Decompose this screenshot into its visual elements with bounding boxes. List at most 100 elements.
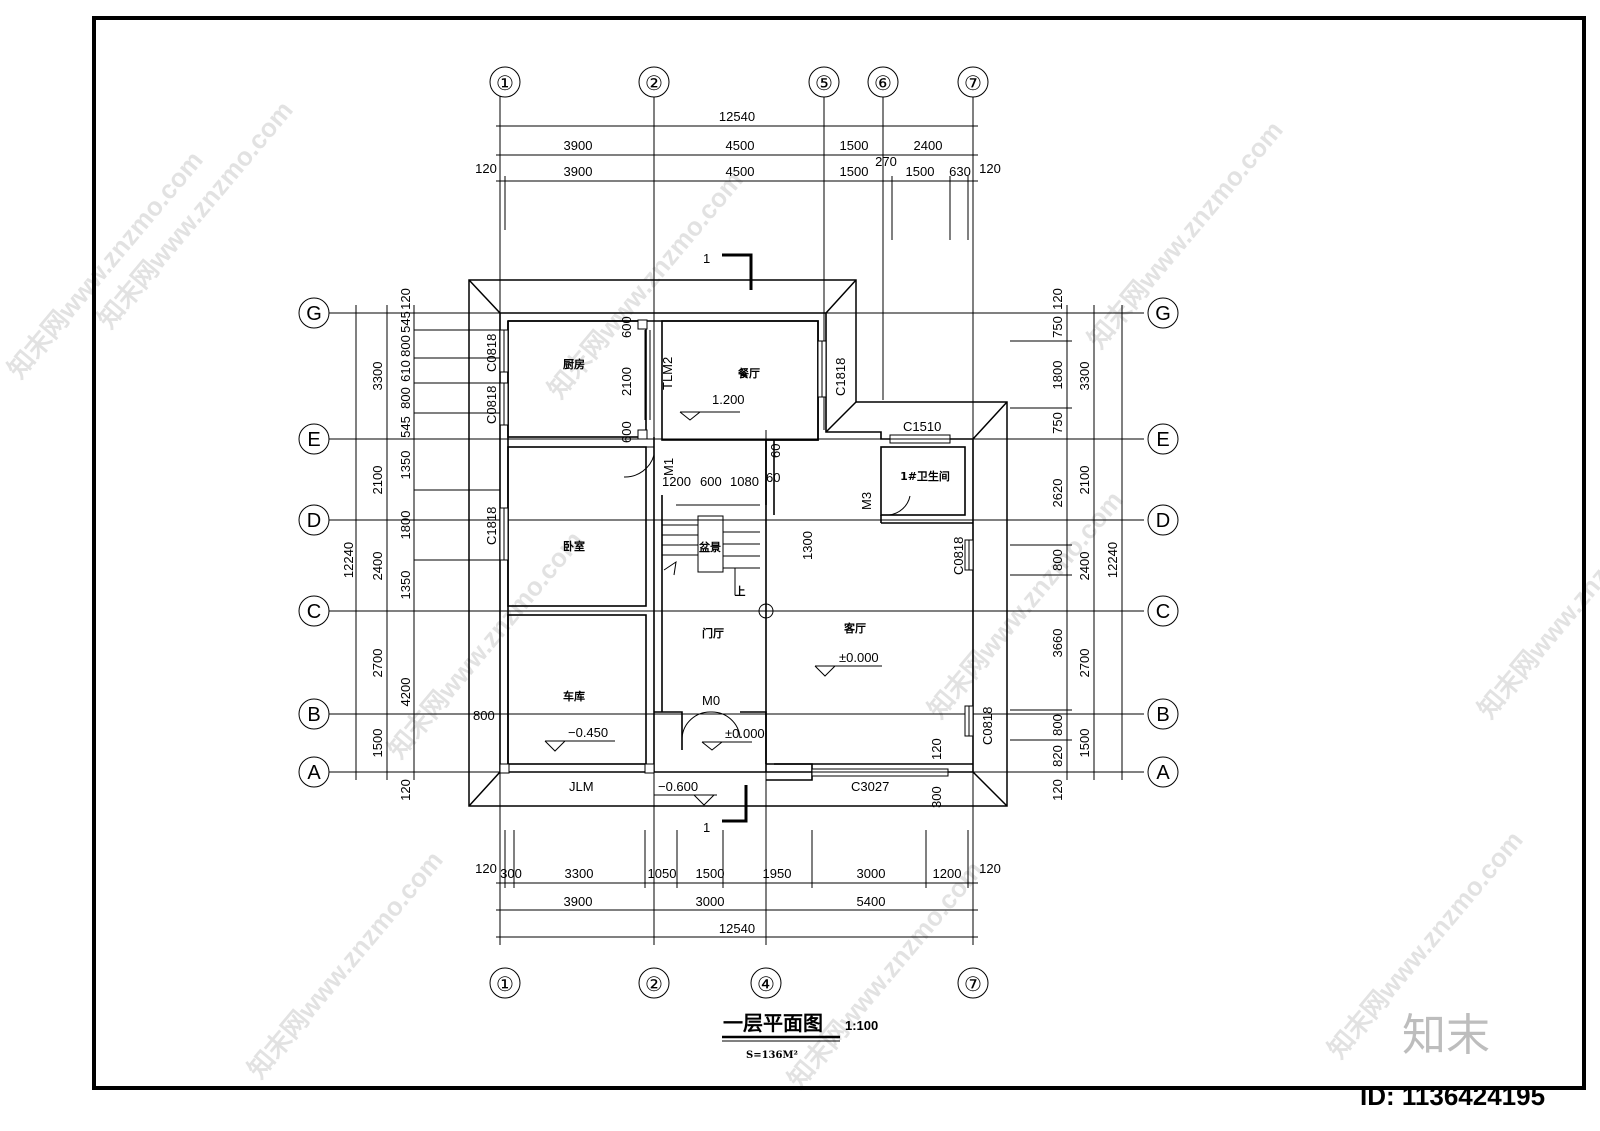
- drawing-area: S=136M²: [746, 1050, 798, 1061]
- dim-bot-r1-1: 120: [475, 861, 497, 876]
- dim-bot-total: 12540: [719, 921, 755, 936]
- dim-right-r2-2: 750: [1050, 316, 1065, 338]
- dim-60-a: 60: [766, 470, 780, 485]
- dim-left-s4: 800: [398, 387, 413, 409]
- dim-top-r1-3: 1500: [840, 138, 869, 153]
- dim-bot-r1-8: 1200: [933, 866, 962, 881]
- axis-top-6: ⑥: [874, 73, 892, 95]
- dim-left-r2-5: 4200: [398, 678, 413, 707]
- axis-left-C: C: [307, 601, 321, 623]
- axis-bottom-1: ①: [496, 974, 514, 996]
- room-kitchen: 厨房: [563, 357, 585, 371]
- top-dimensions: [496, 122, 978, 240]
- dim-top-r2-4: 1500: [840, 164, 869, 179]
- elev-dining: 1.200: [712, 392, 745, 407]
- dim-left-r2-2: 1350: [398, 451, 413, 480]
- dim-1300: 1300: [800, 531, 815, 560]
- dim-top-r2-7: 120: [979, 161, 1001, 176]
- axis-bottom-4: ④: [757, 974, 775, 996]
- dim-left-r2-6: 120: [398, 779, 413, 801]
- label-c1818-din: C1818: [833, 358, 848, 396]
- watermark-8: 知末网www.znzmo.com: [782, 855, 989, 1094]
- dim-right-r2-7: 3660: [1050, 629, 1065, 658]
- section-markers: 1 1: [703, 251, 753, 835]
- watermark-10: 知末网www.znzmo.com: [1472, 485, 1600, 724]
- right-dimension-text: 12240 3300 2100 2400 2700 1500 120 750 1…: [1050, 288, 1120, 801]
- drawing-title: 一层平面图: [723, 1011, 823, 1035]
- drawing-frame: [92, 16, 1586, 1090]
- room-labels: 厨房 餐厅 卧室 车库 门厅 客厅 1#卫生间 盆景 上: [563, 357, 950, 703]
- elev-entry: ±0.000: [725, 726, 765, 741]
- top-dimension-text: 12540 3900 4500 1500 2400 120 3900 4500 …: [475, 109, 1001, 179]
- label-m3: M3: [859, 492, 874, 510]
- left-dimension-text: 12240 3300 2100 2400 2700 1500 120 1350 …: [341, 288, 413, 801]
- elev-outside: −0.600: [658, 779, 698, 794]
- dim-bot-r2-3: 5400: [857, 894, 886, 909]
- axis-bottom-7: ⑦: [964, 974, 982, 996]
- columns: [499, 319, 655, 774]
- dim-left-r2-3: 1800: [398, 511, 413, 540]
- watermark-4: 知末网www.znzmo.com: [1082, 115, 1289, 354]
- dim-800-garage: 800: [473, 708, 495, 723]
- label-c3027: C3027: [851, 779, 889, 794]
- axis-right-E: E: [1156, 429, 1169, 451]
- dim-2100-a: 2100: [619, 367, 634, 396]
- windows: [499, 329, 974, 777]
- label-c0818-b: C0818: [980, 707, 995, 745]
- label-jlm: JLM: [569, 779, 594, 794]
- dim-left-total: 12240: [341, 542, 356, 578]
- id-label: ID: 1136424195: [1360, 1081, 1545, 1111]
- bottom-dimension-text: 120 300 3300 1050 1500 1950 3000 1200 12…: [475, 861, 1001, 936]
- watermark-5: 知末网www.znzmo.com: [382, 525, 589, 764]
- axis-left-G: G: [306, 303, 322, 325]
- axis-right-C: C: [1156, 601, 1170, 623]
- dim-top-r1-4: 2400: [914, 138, 943, 153]
- dim-right-r2-10: 120: [1050, 779, 1065, 801]
- axis-top-7: ⑦: [964, 73, 982, 95]
- dim-top-r1-1: 3900: [564, 138, 593, 153]
- right-dimensions: [1010, 305, 1128, 780]
- dim-left-s1: 545: [398, 311, 413, 333]
- roof-outline: [468, 279, 1008, 807]
- dim-left-r1-2: 2100: [370, 466, 385, 495]
- section-mark-top: 1: [703, 251, 710, 266]
- axis-bubbles-rows: G E D C B A G E D C B A: [298, 297, 1179, 788]
- dim-left-s3: 610: [398, 360, 413, 382]
- dim-600-b: 600: [619, 421, 634, 443]
- dim-right-r2-3: 1800: [1050, 361, 1065, 390]
- label-tlm2: TLM2: [660, 357, 675, 390]
- label-c0818-k2: C0818: [484, 386, 499, 424]
- dim-left-r1-4: 2700: [370, 649, 385, 678]
- dim-left-r1-5: 1500: [370, 729, 385, 758]
- dim-right-r1-4: 2700: [1077, 649, 1092, 678]
- dim-300-front: 300: [929, 786, 944, 808]
- dim-left-s2: 800: [398, 335, 413, 357]
- dim-bot-r1-4: 1050: [648, 866, 677, 881]
- room-bathroom: 1#卫生间: [900, 469, 950, 483]
- axis-left-D: D: [307, 510, 321, 532]
- dim-right-r2-6: 800: [1050, 549, 1065, 571]
- axis-right-G: G: [1155, 303, 1171, 325]
- dim-left-r2-4: 1350: [398, 571, 413, 600]
- axis-bubbles-top: ① ② ⑤ ⑥ ⑦: [489, 66, 989, 98]
- label-m1: M1: [661, 458, 676, 476]
- label-m0: M0: [702, 693, 720, 708]
- dim-top-r2-3: 4500: [726, 164, 755, 179]
- room-living: 客厅: [843, 621, 866, 635]
- dim-right-r2-1: 120: [1050, 288, 1065, 310]
- dim-bot-r1-5: 1500: [696, 866, 725, 881]
- axis-left-A: A: [307, 762, 321, 784]
- dim-600-c: 600: [700, 474, 722, 489]
- stair-up-label: 上: [735, 584, 746, 598]
- dim-top-270: 270: [875, 154, 897, 169]
- dim-left-r2-1: 120: [398, 288, 413, 310]
- dim-right-r2-5: 2620: [1050, 479, 1065, 508]
- room-bedroom: 卧室: [563, 539, 585, 553]
- axis-bottom-2: ②: [645, 974, 663, 996]
- dim-right-r1-5: 1500: [1077, 729, 1092, 758]
- dim-right-r2-4: 750: [1050, 412, 1065, 434]
- doors: [623, 330, 911, 739]
- stairs: [662, 504, 774, 619]
- dim-right-r2-9: 820: [1050, 745, 1065, 767]
- label-c1818-bed: C1818: [484, 507, 499, 545]
